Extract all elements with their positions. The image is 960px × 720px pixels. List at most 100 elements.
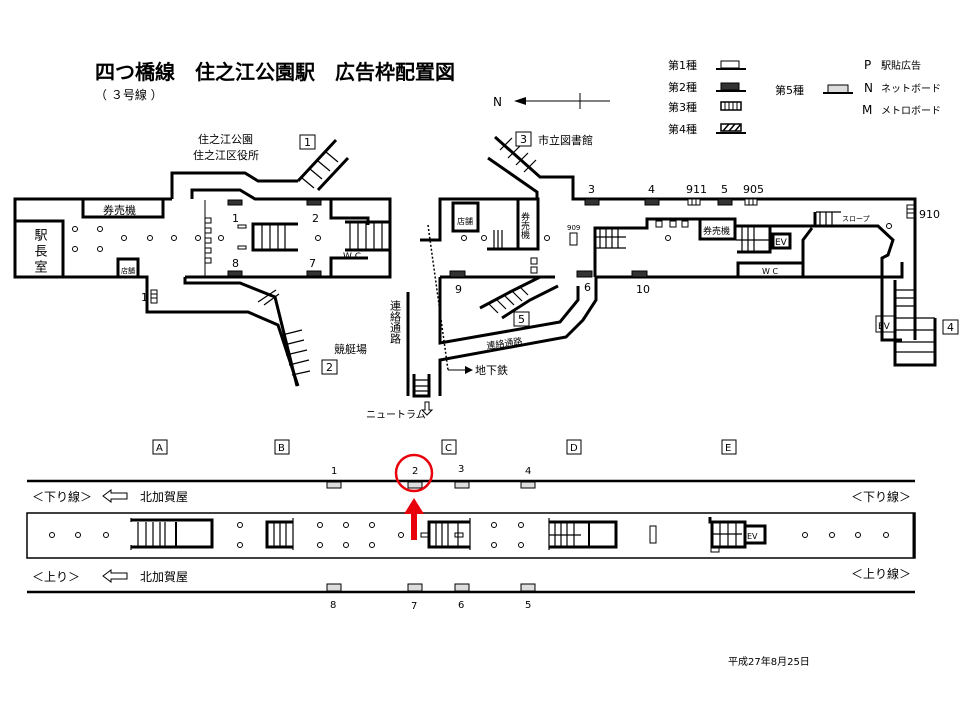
wc-left: W C [343,252,361,262]
exit-4-box [942,319,959,335]
ad-frame [584,198,600,206]
striped-ad-frame [744,198,758,206]
ad-frame [569,232,578,246]
exit-5-box [513,311,530,327]
ad-frame [520,583,536,592]
down-line-label-left: ＜下り線＞ [32,489,92,504]
station-master-room [13,219,65,279]
ad-frame [454,481,470,489]
legend-type-1: 第1種 [668,58,697,72]
platform: A B C D E 1 2 3 4 8 7 6 5 ＜下り線＞ 北加賀屋 [26,439,916,612]
ev-right: EV [775,238,788,248]
left-arrow-icon [102,489,128,503]
up-line-label-right: ＜上り線＞ [851,566,911,581]
white-frame-icon [716,60,746,70]
ad-label: 1 [232,212,239,225]
striped-ad-frame [150,289,158,304]
date-label: 平成27年8月25日 [728,655,810,668]
shop-left [116,257,140,279]
gates [204,217,247,264]
connecting-passage: 連絡通路 連絡通路 地下鉄 ニュートラム [366,224,598,421]
pillars [49,522,889,548]
station-master-label: 駅長室 [32,228,48,276]
striped-frame-icon [720,101,742,111]
platform-stairs-a [130,518,214,550]
direction-label: 北加賀屋 [140,570,188,584]
exit-1-number: 1 [304,136,311,149]
legend-code-n-label: ネットボード [881,83,941,95]
page-title: 四つ橋線 住之江公園駅 広告枠配置図 [95,60,455,84]
ad-frame [326,481,342,489]
ad-frame [407,583,423,592]
ticket-machine-label: 券売機 [103,203,136,217]
ad-label: 8 [330,600,336,611]
ad-label: 1 [141,291,148,304]
exit-1-destination: 住之江公園 [198,132,253,146]
ad-label: 4 [648,183,655,196]
shop-right: 店舗 [457,216,473,226]
dark-frame-icon [716,82,746,92]
exit-2-stairs [257,289,311,376]
legend-code-p: P [864,58,871,72]
legend-code-m: M [862,103,872,117]
left-arrow-icon [102,569,128,583]
platform-elevator [708,517,767,553]
ticket-machine-vertical: 券売機 [519,211,530,240]
ad-frame [449,270,466,278]
ad-label: 9 [455,283,462,296]
exit-1-box [299,134,316,150]
section-label: C [445,443,452,454]
left-concourse: 券売機 駅長室 店舗 W C [13,132,392,387]
ticket-machine-right: 券売機 [703,225,730,237]
ad-label: 1 [331,466,337,477]
exit-3-stairs [499,137,537,173]
legend-code-p-label: 駅貼広告 [881,59,921,72]
ad-label: 909 [567,224,580,232]
ticket-machine-left [81,197,165,219]
exit-1-stairs [296,138,350,192]
legend-type-4: 第4種 [668,122,697,136]
legend-type-5: 第5種 [775,83,804,97]
exit-4-number: 4 [947,321,954,334]
exit-2-number: 2 [326,361,333,374]
platform-stairs-c [420,518,471,550]
striped-ad-frame [687,198,701,206]
ad-frame [717,198,733,206]
ad-label: 5 [721,183,728,196]
section-label: A [156,443,163,454]
highlight-circle [394,453,434,493]
down-arrow-icon [420,401,434,416]
ad-label: 7 [309,257,316,270]
exit-3-destination: 市立図書館 [538,133,593,147]
line-subtitle: （ ３号線 ） [95,87,163,102]
exit-5-stairs [479,275,559,320]
ad-label: 905 [743,183,764,196]
ad-label: 3 [588,183,595,196]
ad-frame [306,199,322,206]
newtram-label: ニュートラム [366,409,426,421]
north-arrow-icon: N [493,93,610,109]
section-label: D [570,443,578,454]
ad-label: 2 [412,466,418,477]
pillars [72,226,321,252]
hatched-frame-icon [716,123,746,134]
ad-label: 4 [525,466,531,477]
section-label: B [278,443,285,454]
exit-2-destination: 競艇場 [334,342,367,356]
exit-5-number: 5 [518,313,525,326]
passage-label-vertical: 連絡通路 [389,299,402,345]
up-line-label-left: ＜上り＞ [32,570,80,584]
exit-3-box [515,131,532,147]
ad-label: 911 [686,183,707,196]
ad-label: 6 [458,600,464,611]
striped-ad-frame [906,204,915,219]
ad-frame [454,583,470,592]
ad-label: 5 [525,600,531,611]
slope-label: スロープ [842,215,870,223]
legend: 第1種 第2種 第3種 第4種 第5種 P 駅貼広告 N ネットボード M メト… [668,58,941,136]
direction-label: 北加賀屋 [140,490,188,504]
down-line-label-right: ＜下り線＞ [851,489,911,504]
ad-frame [644,198,660,206]
ad-frame-highlighted [407,481,423,489]
